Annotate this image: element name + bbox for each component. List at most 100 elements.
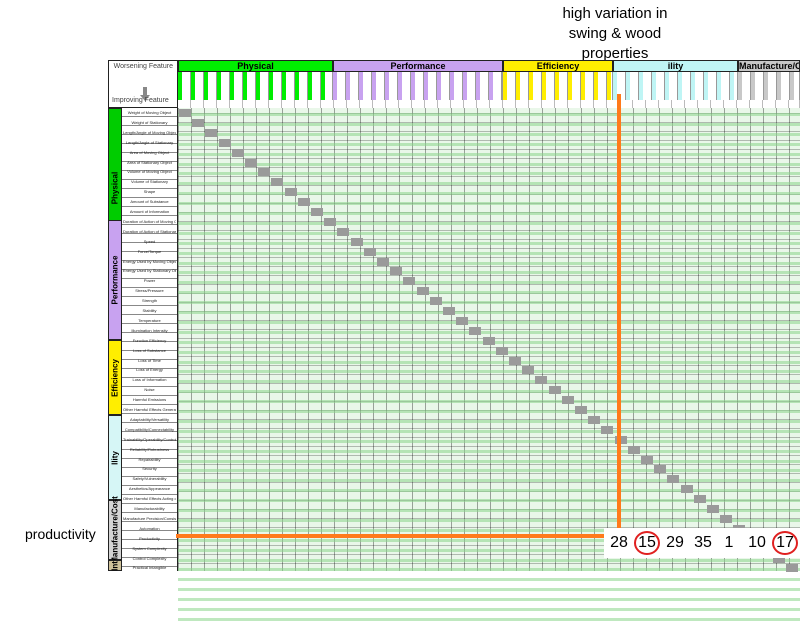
group-header-efficiency: Efficiency [503,60,613,72]
row-label: Energy Used by Stationary Object [123,268,176,274]
row-band [178,499,800,503]
side-group-ility: Ility [108,415,122,500]
side-group-efficiency: Efficiency [108,340,122,415]
row-band [178,479,800,483]
diagonal-cell [390,267,403,276]
side-group-performance: Performance [108,220,122,340]
row-band [178,400,800,404]
row-label: Amount of Information [129,209,170,214]
diagonal-cell [680,485,693,494]
row-label: Trainability/Operability/Controllability [123,436,176,442]
arrow-down-icon [140,87,150,101]
diagonal-cell [693,495,706,504]
row-band [178,538,800,542]
diagonal-cell [548,386,561,395]
row-band [178,172,800,176]
row-label: Other Harmful Effects Acting on System [123,496,176,502]
annotation-title: high variation in swing & wood propertie… [530,4,700,64]
row-band [178,202,800,206]
column-number-strip [178,100,800,108]
row-band [178,162,800,166]
diagonal-cell [231,148,244,157]
row-band [178,142,800,146]
row-label: Loss of Information [132,377,167,383]
column-header-block [333,72,503,100]
side-group-label: Efficiency [110,358,120,397]
diagonal-cell [363,247,376,256]
row-band [178,558,800,562]
callout-value: 28 [610,534,628,551]
matrix-corner: Worsening Feature Improving Feature [108,60,178,108]
diagonal-cell [456,316,469,325]
callout-value: 29 [666,534,684,551]
row-label: Volume of Moving Object [127,169,172,175]
annotation-line: properties [581,45,649,62]
row-label: Strength [141,298,158,304]
row-band [178,113,800,116]
diagonal-cell [284,188,297,197]
red-circle-highlight [772,531,798,555]
row-label: Duration of Action of Moving Object [123,218,176,224]
row-label: Other Harmful Effects Generated by Syste… [123,407,176,412]
row-band [178,251,800,255]
row-label: Compatibility/Connectability [124,426,175,432]
diagonal-cell [654,465,667,474]
diagonal-cell [561,396,574,405]
row-band [178,291,800,295]
row-band [178,469,800,473]
row-band [178,330,800,334]
diagonal-cell [192,118,205,127]
row-band [178,271,800,275]
row-band [178,439,800,443]
diagonal-cell [575,406,587,414]
side-group-label: Ility [110,450,120,465]
row-label: Area of Stationary Object [127,159,172,165]
row-band [178,132,800,136]
row-label: Repairability [138,456,161,462]
row-label: Volume of Stationary [131,179,168,185]
row-band [178,152,800,156]
row-label: Illumination Intensity [131,327,168,333]
row-band [178,301,800,305]
side-group-label: Physical [110,171,120,205]
row-label: Shape [143,189,156,195]
row-band [178,122,800,126]
group-header-physical: Physical [178,60,333,72]
row-label: Loss of Energy [136,367,163,373]
group-header-performance: Performance [333,60,503,72]
row-band [178,380,800,384]
row-band [178,311,800,314]
row-label: Weight of Moving Object [127,110,172,115]
diagonal-cell [522,366,535,375]
contradiction-matrix: Worsening Feature Improving Feature Phys… [108,60,800,621]
row-band [178,370,800,374]
row-band [178,390,800,394]
row-label: Manufacture Precision/Consistency [123,515,176,521]
row-label: Stability [142,308,157,313]
matrix-grid [178,108,800,621]
row-band [178,192,800,196]
row-label: Area of Moving Object [129,149,170,155]
row-label: Function Efficiency [132,337,167,343]
side-group-label: Performance [110,255,120,305]
row-label: Duration of Action of Stationary Object [123,228,176,234]
side-group-int: Int [108,560,122,571]
row-label: Length/Angle of Stationary [125,139,174,145]
column-header-block [738,72,800,100]
row-band [178,261,800,265]
highlight-column-line [617,94,621,540]
diagonal-cell [377,257,389,266]
row-band [178,459,800,463]
column-header-block [503,72,613,100]
row-label: Security [142,466,157,472]
row-label: Aesthetics/Appearance [128,486,171,492]
diagonal-cell [179,109,191,117]
side-group-label: Manufacture/Cost [110,496,120,564]
diagonal-cell [535,376,548,385]
diagonal-cell [495,346,508,355]
row-band [178,182,800,186]
diagonal-cell [403,277,416,286]
diagonal-cell [786,564,799,573]
row-label: System Complexity [132,545,167,551]
